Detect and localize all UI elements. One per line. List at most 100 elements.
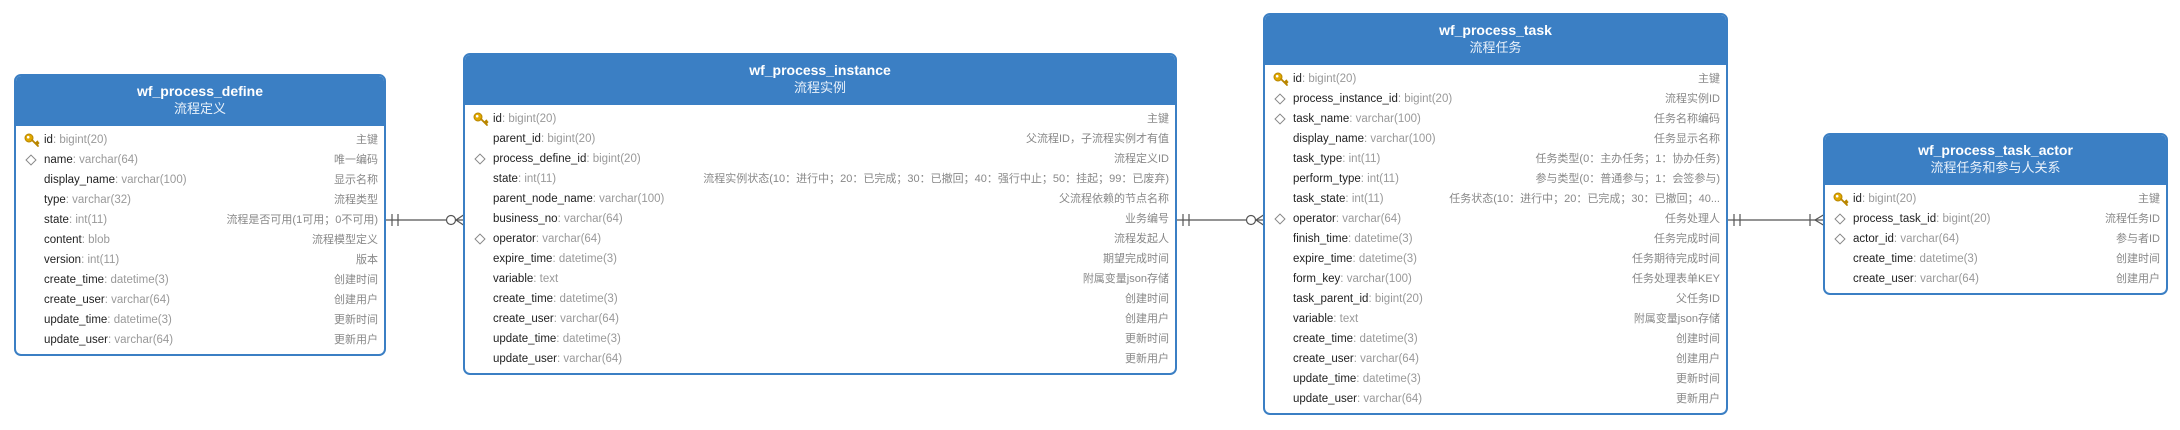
field-type: varchar(64) (1900, 233, 1960, 245)
field-row[interactable]: create_user: varchar(64)创建用户 (1265, 349, 1726, 369)
diamond-icon (1833, 229, 1849, 249)
field-name: update_user (493, 353, 557, 365)
field-row[interactable]: name: varchar(64)唯一编码 (16, 150, 384, 170)
field-separator: : (553, 293, 560, 305)
field-marker (24, 290, 40, 310)
field-name: form_key (1293, 273, 1341, 285)
field-row[interactable]: id: bigint(20)主键 (1265, 69, 1726, 89)
field-row[interactable]: update_time: datetime(3)更新时间 (465, 329, 1175, 349)
field-row[interactable]: id: bigint(20)主键 (1825, 189, 2166, 209)
field-separator: : (107, 334, 115, 346)
field-row[interactable]: expire_time: datetime(3)任务期待完成时间 (1265, 249, 1726, 269)
field-name-group: id: bigint(20) (493, 109, 556, 129)
field-row[interactable]: operator: varchar(64)流程发起人 (465, 229, 1175, 249)
field-row[interactable]: create_user: varchar(64)创建用户 (1825, 269, 2166, 289)
field-marker (473, 329, 489, 349)
field-row[interactable]: state: int(11)流程实例状态(10：进行中；20：已完成；30：已撤… (465, 169, 1175, 189)
field-marker (24, 330, 40, 350)
field-row[interactable]: create_time: datetime(3)创建时间 (465, 289, 1175, 309)
field-row[interactable]: update_user: varchar(64)更新用户 (1265, 389, 1726, 409)
field-row[interactable]: create_time: datetime(3)创建时间 (1825, 249, 2166, 269)
field-row[interactable]: task_name: varchar(100)任务名称编码 (1265, 109, 1726, 129)
field-name-group: task_state: int(11) (1293, 189, 1384, 209)
field-name: state (44, 214, 69, 226)
relationship-task-actor[interactable] (1726, 213, 1826, 227)
field-name: parent_id (493, 133, 541, 145)
field-row[interactable]: id: bigint(20)主键 (465, 109, 1175, 129)
field-row[interactable]: form_key: varchar(100)任务处理表单KEY (1265, 269, 1726, 289)
field-separator: : (65, 194, 73, 206)
field-name-group: state: int(11) (44, 210, 107, 230)
field-row[interactable]: finish_time: datetime(3)任务完成时间 (1265, 229, 1726, 249)
field-row[interactable]: update_time: datetime(3)更新时间 (1265, 369, 1726, 389)
field-name: expire_time (1293, 253, 1353, 265)
field-comment: 更新用户 (1125, 353, 1169, 365)
field-row[interactable]: perform_type: int(11)参与类型(0：普通参与；1：会签参与) (1265, 169, 1726, 189)
relationship-instance-task[interactable] (1175, 213, 1266, 227)
field-row[interactable]: process_instance_id: bigint(20)流程实例ID (1265, 89, 1726, 109)
field-marker (24, 190, 40, 210)
field-row[interactable]: create_time: datetime(3)创建时间 (16, 270, 384, 290)
field-row[interactable]: create_time: datetime(3)创建时间 (1265, 329, 1726, 349)
field-row[interactable]: type: varchar(32)流程类型 (16, 190, 384, 210)
field-marker (1273, 349, 1289, 369)
relationship-define-instance[interactable] (384, 213, 466, 227)
field-name-group: create_user: varchar(64) (1853, 269, 1979, 289)
field-name: create_user (493, 313, 554, 325)
field-row[interactable]: parent_node_name: varchar(100)父流程依赖的节点名称 (465, 189, 1175, 209)
field-row[interactable]: task_type: int(11)任务类型(0：主办任务；1：协办任务) (1265, 149, 1726, 169)
field-comment: 流程模型定义 (312, 234, 378, 246)
field-marker (473, 189, 489, 209)
field-row[interactable]: id: bigint(20)主键 (16, 130, 384, 150)
field-name-group: update_time: datetime(3) (493, 329, 621, 349)
field-row[interactable]: task_state: int(11)任务状态(10：进行中；20：已完成；30… (1265, 189, 1726, 209)
field-name-group: display_name: varchar(100) (44, 170, 187, 190)
field-row[interactable]: create_user: varchar(64)创建用户 (465, 309, 1175, 329)
field-separator: : (557, 213, 564, 225)
field-row[interactable]: create_user: varchar(64)创建用户 (16, 290, 384, 310)
field-marker (24, 270, 40, 290)
field-row[interactable]: parent_id: bigint(20)父流程ID，子流程实例才有值 (465, 129, 1175, 149)
field-row[interactable]: process_task_id: bigint(20)流程任务ID (1825, 209, 2166, 229)
field-row[interactable]: expire_time: datetime(3)期望完成时间 (465, 249, 1175, 269)
field-separator: : (586, 153, 593, 165)
field-separator: : (1360, 173, 1368, 185)
field-name: update_user (1293, 393, 1357, 405)
field-name: display_name (44, 174, 115, 186)
field-name: update_time (493, 333, 557, 345)
field-row[interactable]: actor_id: varchar(64)参与者ID (1825, 229, 2166, 249)
field-type: varchar(100) (1355, 113, 1421, 125)
field-row[interactable]: state: int(11)流程是否可用(1可用；0不可用) (16, 210, 384, 230)
field-row[interactable]: task_parent_id: bigint(20)父任务ID (1265, 289, 1726, 309)
field-type: bigint(20) (592, 153, 641, 165)
field-separator: : (1861, 193, 1869, 205)
field-row[interactable]: version: int(11)版本 (16, 250, 384, 270)
field-row[interactable]: update_time: datetime(3)更新时间 (16, 310, 384, 330)
field-row[interactable]: business_no: varchar(64)业务编号 (465, 209, 1175, 229)
field-marker (1273, 149, 1289, 169)
field-row[interactable]: process_define_id: bigint(20)流程定义ID (465, 149, 1175, 169)
field-marker (473, 169, 489, 189)
field-comment: 流程实例状态(10：进行中；20：已完成；30：已撤回；40：强行中止；50：挂… (703, 173, 1169, 185)
field-row[interactable]: update_user: varchar(64)更新用户 (16, 330, 384, 350)
field-comment: 唯一编码 (334, 154, 378, 166)
entity-comment: 流程任务 (1469, 40, 1522, 55)
field-marker (1273, 389, 1289, 409)
field-row[interactable]: display_name: varchar(100)显示名称 (16, 170, 384, 190)
field-name-group: update_time: datetime(3) (1293, 369, 1421, 389)
field-row[interactable]: operator: varchar(64)任务处理人 (1265, 209, 1726, 229)
diamond-icon (473, 149, 489, 169)
field-row[interactable]: display_name: varchar(100)任务显示名称 (1265, 129, 1726, 149)
field-row[interactable]: update_user: varchar(64)更新用户 (465, 349, 1175, 369)
